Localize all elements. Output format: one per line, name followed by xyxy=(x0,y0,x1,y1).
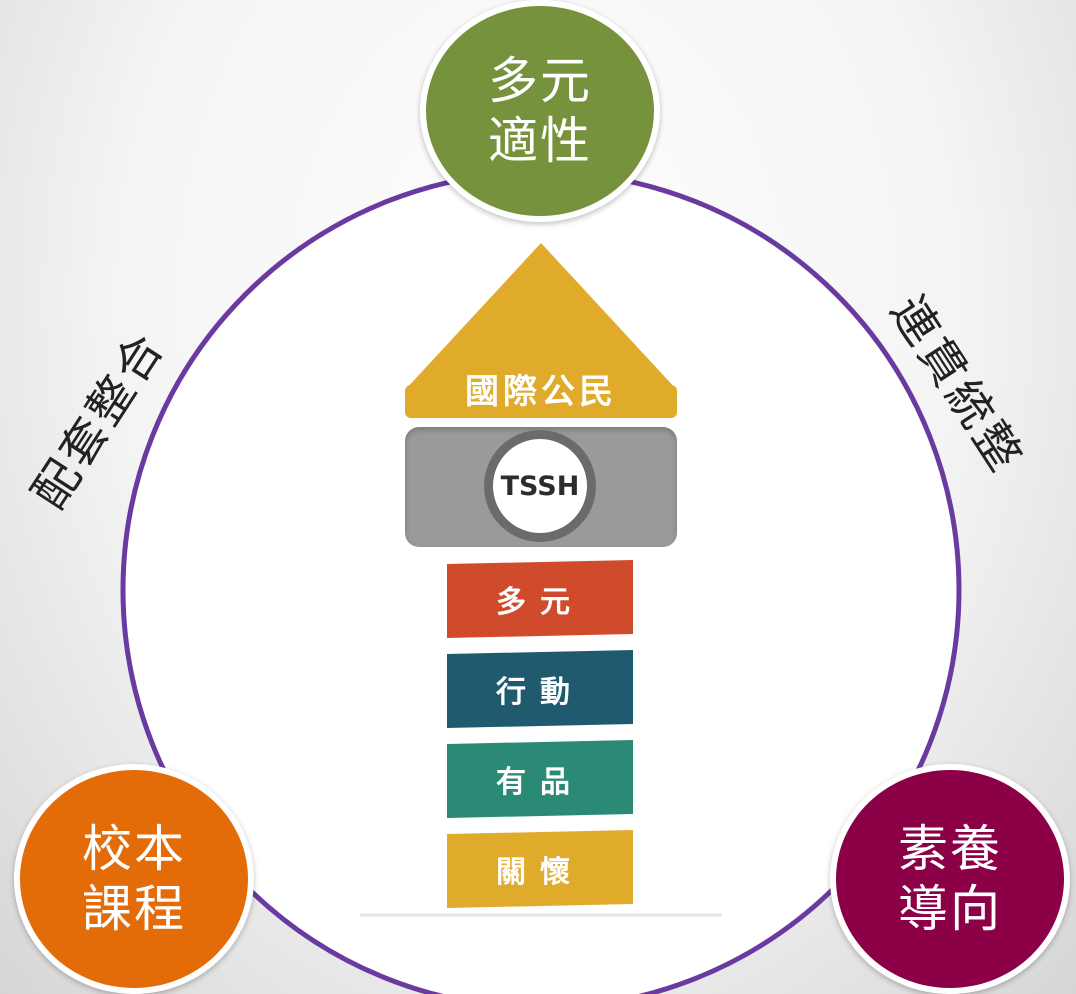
node-top-line1: 多元 xyxy=(488,52,592,110)
roof-label: 國際公民 xyxy=(465,371,617,412)
tower-blocks xyxy=(447,560,633,908)
tower-block-4 xyxy=(447,830,633,908)
tower-block-label-4: 關懷 xyxy=(496,855,584,890)
tower-block-label-1: 多元 xyxy=(496,585,584,620)
tower-roof xyxy=(405,243,677,390)
tower-block-label-2: 行動 xyxy=(496,675,584,710)
tower-block-2 xyxy=(447,650,633,728)
tssh-badge-label: TSSH xyxy=(493,439,587,533)
node-left: 校本 課程 xyxy=(14,764,254,994)
tssh-badge: TSSH xyxy=(484,430,596,542)
node-top: 多元 適性 xyxy=(420,0,660,222)
tower-block-label-3: 有品 xyxy=(496,765,584,800)
node-right-line2: 導向 xyxy=(898,880,1002,938)
node-right: 素養 導向 xyxy=(830,764,1070,994)
tower-block-1 xyxy=(447,560,633,638)
tower-roof-base xyxy=(405,385,677,418)
node-left-line2: 課程 xyxy=(82,880,186,938)
node-top-line2: 適性 xyxy=(488,112,592,170)
node-left-line1: 校本 xyxy=(82,820,186,878)
node-right-line1: 素養 xyxy=(898,820,1002,878)
tower-block-3 xyxy=(447,740,633,818)
